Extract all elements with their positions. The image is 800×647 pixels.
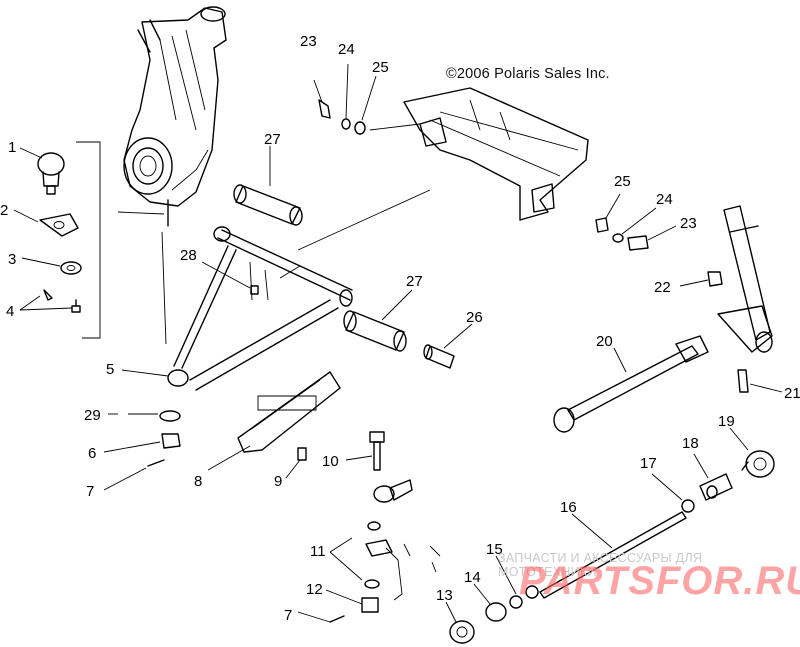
callout-13: 13 [436, 587, 453, 604]
leader-lines [13, 63, 783, 623]
right-spindle [717, 205, 773, 353]
cotter-7-upper [147, 459, 165, 467]
bracket-1-4 [76, 141, 101, 339]
callout-17: 17 [640, 455, 657, 472]
nut-22 [707, 271, 723, 287]
washer-24-upper [341, 118, 351, 130]
watermark-tagline: ЗАПЧАСТИ И АКСЕССУАРЫ ДЛЯ МОТОТЕХНИКИ [498, 551, 703, 579]
nut-12 [361, 597, 379, 613]
bolt-9 [297, 447, 307, 461]
tie-rod-16 [539, 511, 687, 599]
callout-11: 11 [310, 543, 326, 560]
bolt-21 [737, 369, 749, 393]
callout-14: 14 [464, 569, 481, 586]
pivot-tube [423, 344, 455, 369]
callout-24-upper: 24 [338, 41, 355, 58]
frame-crossmember [369, 87, 589, 221]
nut-6 [161, 433, 181, 449]
callout-18: 18 [682, 435, 699, 452]
rod-end-upper [373, 479, 413, 503]
callout-9: 9 [274, 473, 282, 490]
link-11 [364, 521, 441, 601]
watermark-brand: PARTSFOR.RU [519, 559, 800, 603]
nut-15 [509, 585, 539, 609]
callout-19: 19 [718, 413, 735, 430]
callout-26: 26 [466, 309, 483, 326]
callout-25-right: 25 [614, 173, 631, 190]
ball-joint-plate [39, 213, 79, 237]
nut-25-right [595, 217, 609, 233]
callout-28: 28 [180, 247, 197, 264]
skid-plate [237, 371, 341, 453]
jam-nut-14 [485, 602, 507, 622]
adjuster-18 [699, 473, 733, 501]
callout-27-lower: 27 [406, 273, 423, 290]
nut-25-upper [354, 121, 366, 135]
callout-12: 12 [306, 581, 323, 598]
bushing-lower [343, 310, 407, 352]
callout-10: 10 [322, 453, 339, 470]
callout-24-right: 24 [656, 191, 673, 208]
callout-20: 20 [596, 333, 613, 350]
washer-29 [159, 410, 181, 422]
callout-21: 21 [784, 385, 800, 402]
rod-end-19 [741, 450, 775, 478]
jam-nut-17 [681, 499, 695, 513]
callout-29: 29 [84, 407, 101, 424]
callout-7-upper: 7 [86, 483, 94, 500]
ball-joint [37, 152, 65, 195]
callout-16: 16 [560, 499, 577, 516]
grease-fitting [250, 285, 259, 295]
bolt-23-upper [318, 99, 331, 119]
callout-1: 1 [8, 139, 16, 156]
callout-2: 2 [0, 202, 8, 219]
bolt-10 [369, 431, 385, 471]
callout-23-right: 23 [680, 215, 697, 232]
callout-8: 8 [194, 473, 202, 490]
callout-5: 5 [106, 361, 114, 378]
steering-knuckle [123, 6, 227, 227]
callout-15: 15 [486, 541, 503, 558]
callout-6: 6 [88, 445, 96, 462]
bolt-23-right [627, 235, 649, 251]
bushing-upper [233, 184, 303, 226]
callout-7-lower: 7 [284, 607, 292, 624]
tie-rod-assembly [553, 335, 709, 433]
cotter-7-lower [329, 615, 345, 623]
copyright-text: ©2006 Polaris Sales Inc. [446, 66, 610, 82]
rod-end-13 [449, 620, 475, 644]
cotter-pin-4 [43, 289, 53, 301]
callout-22: 22 [654, 279, 671, 296]
callout-3: 3 [8, 251, 16, 268]
callout-numbers: 1 2 3 4 5 6 7 7 8 9 10 11 12 13 14 15 16… [0, 33, 800, 624]
washer-24-right [612, 233, 624, 243]
callout-25-upper: 25 [372, 59, 389, 76]
callout-4: 4 [6, 303, 14, 320]
callout-23-upper: 23 [300, 33, 317, 50]
callout-27-upper: 27 [264, 131, 281, 148]
a-arm [167, 226, 353, 391]
washer-3 [60, 261, 82, 275]
